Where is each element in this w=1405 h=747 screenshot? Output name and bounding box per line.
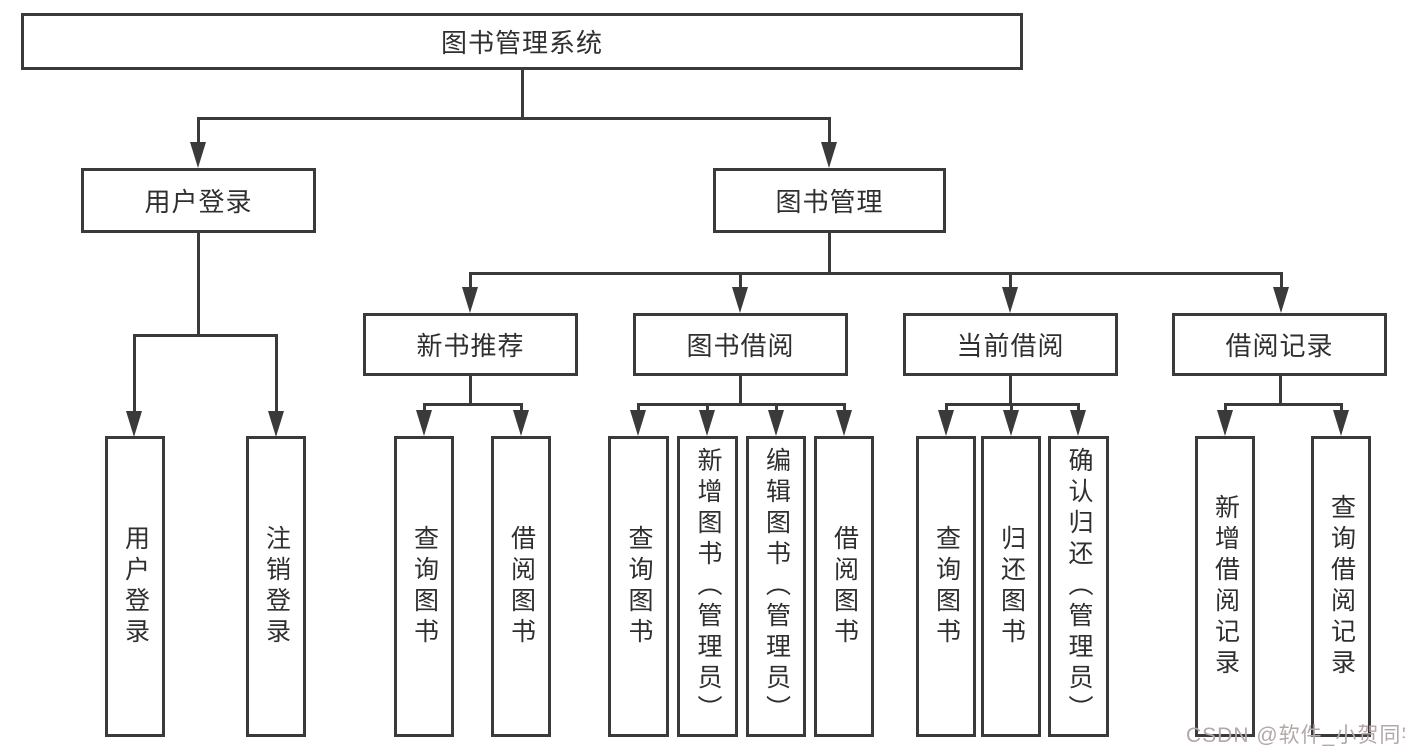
leaf-label: 借阅图书 [507,524,536,649]
connector-line [706,403,709,413]
leaf-label: 查询图书 [625,524,653,649]
connector-line [1340,403,1343,413]
connector-line [1009,376,1012,405]
connector-line [843,403,846,413]
connector-line [1224,403,1227,413]
connector-line [1224,403,1343,406]
node-borrowing-records: 借阅记录 [1172,313,1387,376]
leaf-label: 用户登录 [121,524,150,649]
leaf-logout: 注销登录 [246,436,306,737]
arrowhead-icon [462,287,478,313]
leaf-label: 查询图书 [410,524,439,649]
connector-line [1010,403,1013,413]
leaf-confirm-return-admin: 确认归还（管理员） [1048,436,1109,737]
connector-line [1280,272,1283,290]
leaf-user-login: 用户登录 [105,436,165,737]
arrowhead-icon [768,410,784,436]
connector-line [133,334,136,414]
connector-line [423,403,426,413]
node-label: 图书管理 [775,187,884,217]
node-label: 当前借阅 [956,331,1065,361]
connector-line [520,403,523,413]
arrowhead-icon [1273,287,1289,313]
connector-line [197,117,831,120]
connector-line [197,233,200,336]
node-book-borrowing: 图书借阅 [633,313,848,376]
leaf-add-books-admin: 新增图书（管理员） [677,436,738,737]
connector-line [637,403,640,413]
connector-line [945,403,948,413]
arrowhead-icon [836,410,852,436]
arrowhead-icon [126,411,142,437]
leaf-label: 归还图书 [997,524,1026,649]
leaf-query-books-recommend: 查询图书 [394,436,454,737]
connector-line [739,272,742,290]
connector-line [423,403,523,406]
connector-line [469,376,472,405]
leaf-label: 编辑图书（管理员） [762,447,791,726]
arrowhead-icon [732,287,748,313]
leaf-query-books-borrow: 查询图书 [608,436,669,737]
node-user-login: 用户登录 [81,168,316,233]
node-label: 图书借阅 [686,331,795,361]
node-current-borrowing: 当前借阅 [903,313,1118,376]
leaf-label: 新增图书（管理员） [694,447,722,726]
leaf-query-borrow-record: 查询借阅记录 [1311,436,1371,737]
arrowhead-icon [1217,410,1233,436]
arrowhead-icon [268,411,284,437]
leaf-label: 确认归还（管理员） [1065,447,1093,726]
arrowhead-icon [630,410,646,436]
arrowhead-icon [1002,287,1018,313]
connector-line [1077,403,1080,413]
node-new-book-recommendation: 新书推荐 [363,313,578,376]
connector-line [775,403,778,413]
connector-line [1009,272,1012,290]
node-label: 新书推荐 [416,331,525,361]
connector-line [469,272,472,290]
connector-line [637,403,846,406]
arrowhead-icon [513,410,529,436]
leaf-borrow-books-recommend: 借阅图书 [491,436,551,737]
node-label: 借阅记录 [1225,331,1334,361]
connector-line [828,233,831,274]
connector-line [197,117,200,145]
leaf-add-borrow-record: 新增借阅记录 [1195,436,1255,737]
arrowhead-icon [416,410,432,436]
leaf-label: 新增借阅记录 [1211,493,1240,680]
leaf-query-books-current: 查询图书 [916,436,976,737]
leaf-label: 注销登录 [262,524,291,649]
node-library-system: 图书管理系统 [21,13,1023,70]
arrowhead-icon [821,142,837,168]
leaf-label: 查询借阅记录 [1327,493,1356,680]
connector-line [739,376,742,405]
leaf-label: 借阅图书 [830,524,859,649]
arrowhead-icon [1333,410,1349,436]
connector-line [828,117,831,145]
connector-line [469,272,1282,275]
leaf-edit-books-admin: 编辑图书（管理员） [746,436,806,737]
arrowhead-icon [1003,410,1019,436]
leaf-label: 查询图书 [932,524,961,649]
node-book-management: 图书管理 [713,168,946,233]
node-label: 图书管理系统 [440,28,603,58]
arrowhead-icon [190,142,206,168]
leaf-return-books: 归还图书 [981,436,1041,737]
arrowhead-icon [938,410,954,436]
csdn-watermark: CSDN @软件_小贺同学 [1186,724,1405,747]
node-label: 用户登录 [144,187,253,217]
leaf-borrow-books: 借阅图书 [814,436,874,737]
arrowhead-icon [1070,410,1086,436]
arrowhead-icon [699,410,715,436]
connector-line [521,69,524,119]
connector-line [275,334,278,414]
connector-line [1279,376,1282,405]
connector-line [133,334,278,337]
